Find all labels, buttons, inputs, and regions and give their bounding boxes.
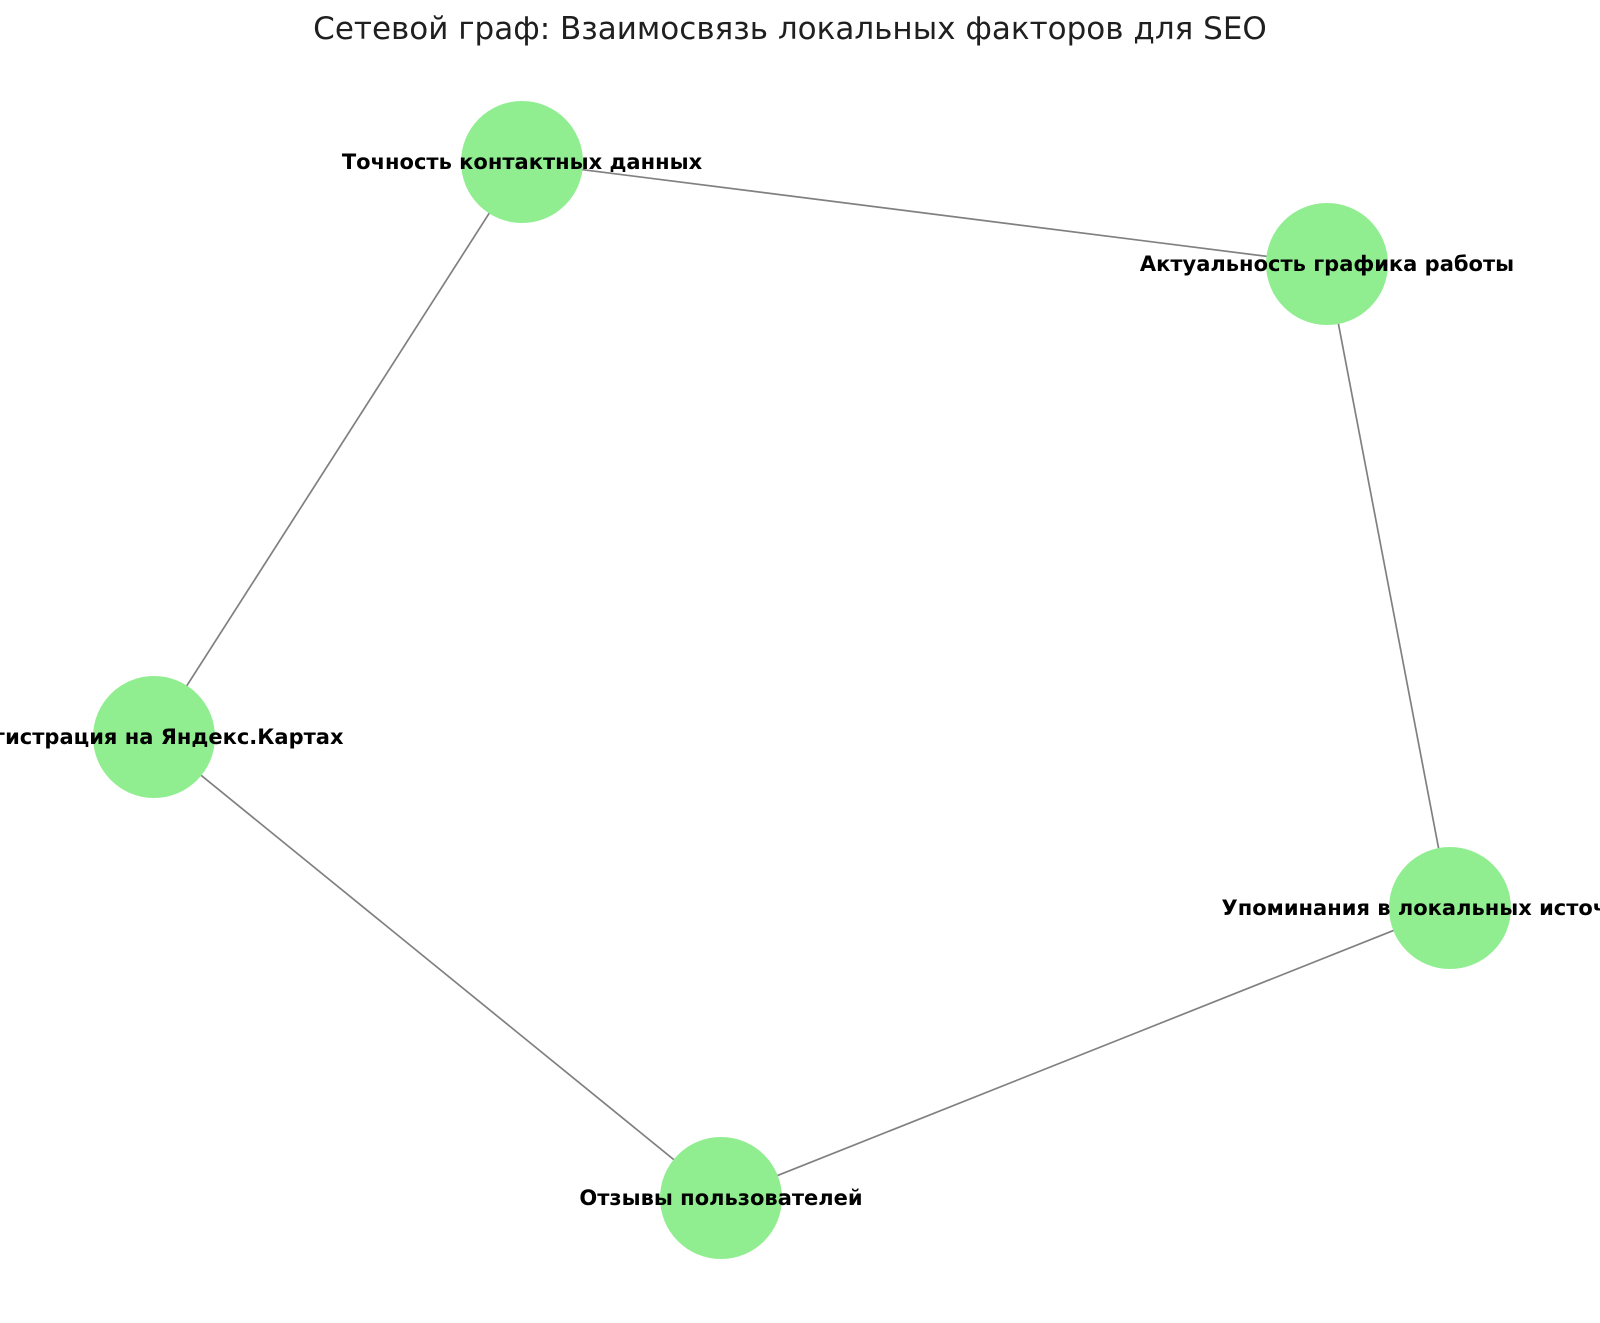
graph-node-yandex-maps-registration xyxy=(93,676,215,798)
graph-node-work-schedule-freshness xyxy=(1266,203,1388,325)
graph-edge-contact-data-accuracy--yandex-maps-registration xyxy=(153,161,523,738)
graph-node-label-yandex-maps-registration: Регистрация на Яндекс.Картах xyxy=(0,725,344,749)
graph-edge-contact-data-accuracy--work-schedule-freshness xyxy=(521,161,1328,265)
graph-node-label-work-schedule-freshness: Актуальность графика работы xyxy=(1140,252,1514,276)
graph-node-label-user-reviews: Отзывы пользователей xyxy=(579,1186,862,1210)
graph-node-user-reviews xyxy=(660,1137,782,1259)
figure-title: Сетевой граф: Взаимосвязь локальных факт… xyxy=(313,11,1267,47)
graph-edge-work-schedule-freshness--local-sources-mentions xyxy=(1326,263,1451,909)
graph-node-label-contact-data-accuracy: Точность контактных данных xyxy=(342,150,703,174)
graph-node-local-sources-mentions xyxy=(1389,847,1511,969)
graph-edge-yandex-maps-registration--user-reviews xyxy=(153,736,722,1199)
graph-edge-user-reviews--local-sources-mentions xyxy=(720,907,1451,1199)
graph-node-contact-data-accuracy xyxy=(461,101,583,223)
graph-node-label-local-sources-mentions: Упоминания в локальных источниках xyxy=(1222,896,1600,920)
